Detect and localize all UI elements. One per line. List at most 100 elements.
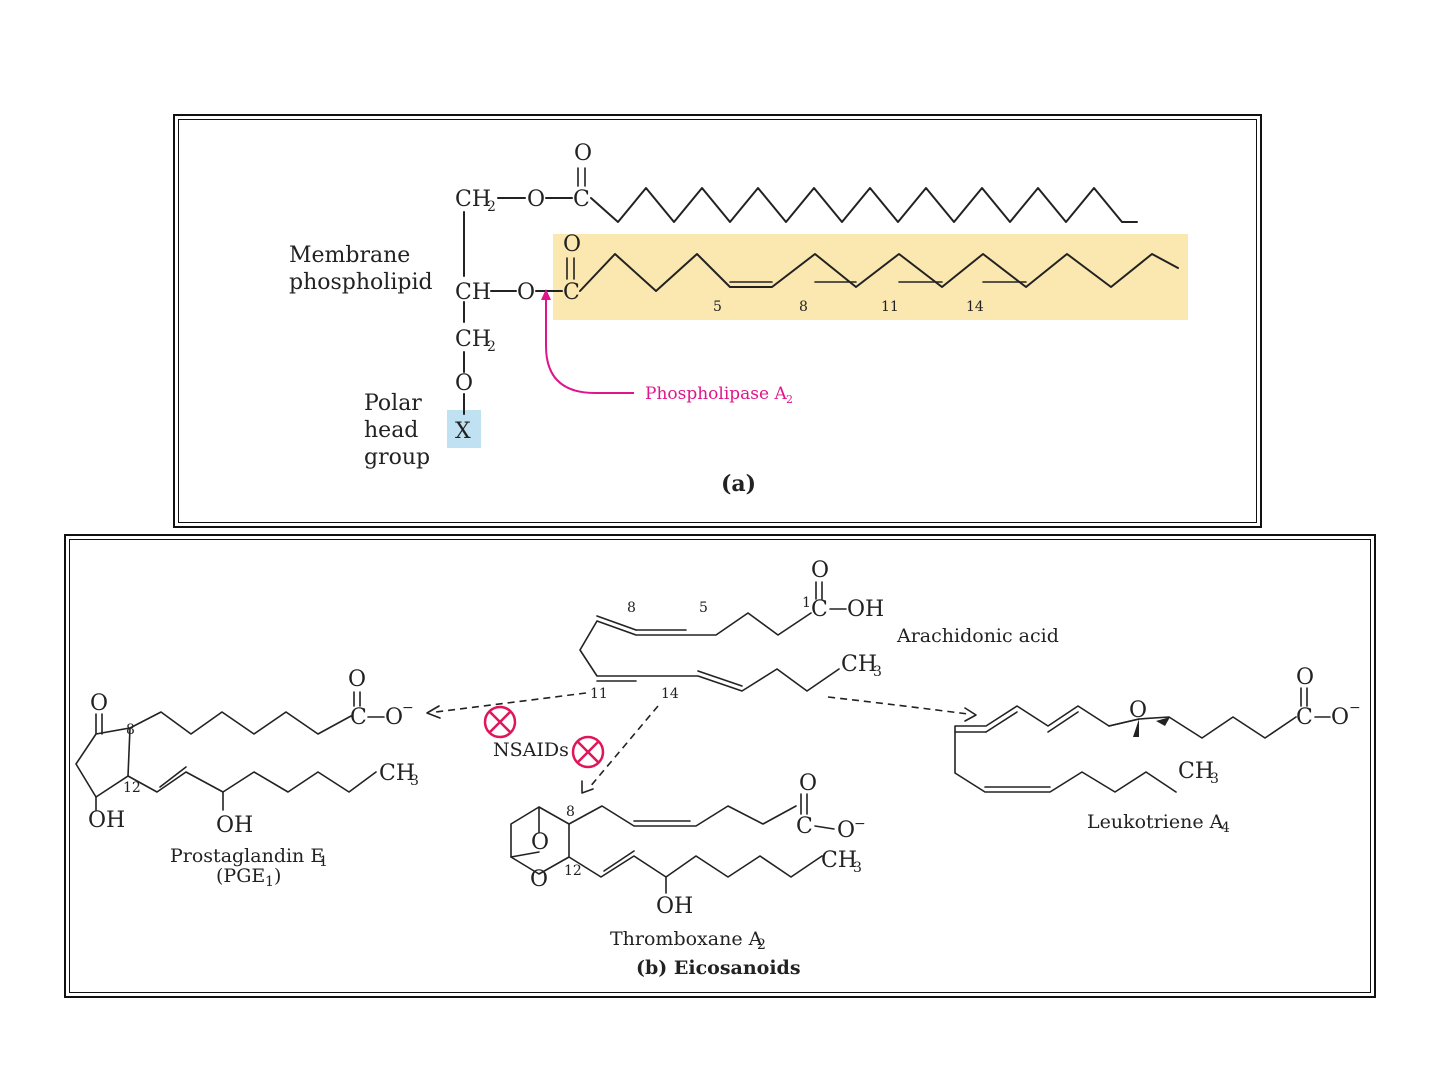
atom-ch-mid: CH	[455, 280, 491, 305]
arachidonic-ch3: CH	[841, 652, 877, 677]
arachidonic-o: O	[811, 558, 829, 583]
arachidonic-db-8a	[596, 615, 637, 631]
nsaids-label: NSAIDs	[493, 739, 569, 761]
arachidonic-chain	[579, 612, 840, 692]
ltA4-wedge-1	[1133, 719, 1139, 737]
txa-ch3-sub: 3	[853, 860, 862, 876]
arachidonic-pos-11: 11	[590, 686, 608, 702]
arachidonic-pos-14: 14	[661, 686, 679, 702]
pge-db-13	[159, 766, 187, 788]
eicosanoids-diagram: O 1 C OH CH 3 8 5 11 14 Arachidonic acid…	[75, 558, 1361, 979]
pge-name: Prostaglandin E	[170, 845, 324, 867]
atom-c-carbonyl2: C	[563, 280, 580, 305]
atom-o-link2: O	[517, 280, 535, 305]
label-membrane-line1: Membrane	[289, 243, 410, 268]
arachidonic-db-14	[697, 670, 743, 687]
stearoyl-chain	[590, 187, 1138, 223]
ltA4-ch3-sub: 3	[1210, 771, 1219, 787]
atom-o-link1: O	[527, 187, 545, 212]
atom-c-carbonyl1: C	[573, 187, 590, 212]
arrow-to-thromboxane-head	[581, 780, 594, 794]
pge-oh-ring: OH	[88, 808, 125, 833]
pge-pos-8: 8	[126, 722, 135, 738]
pge-alpha-chain	[129, 711, 352, 735]
label-membrane-line2: phospholipid	[289, 270, 433, 295]
nsaid-block-icon-1	[483, 705, 517, 739]
atom-ch2-bottom-sub: 2	[487, 339, 496, 355]
txa-name: Thromboxane A	[610, 928, 763, 950]
pge-c-acid: C	[350, 705, 367, 730]
ltA4-chain	[954, 705, 1297, 793]
txa-pos-8: 8	[566, 804, 575, 820]
ltA4-wedge-2	[1156, 717, 1170, 726]
arachidonic-c1-label: 1	[802, 595, 811, 611]
enzyme-label: Phospholipase A	[645, 384, 787, 404]
ltA4-ch3: CH	[1178, 759, 1214, 784]
arachidonic-name: Arachidonic acid	[896, 625, 1059, 647]
ltA4-o-epoxide: O	[1129, 698, 1147, 723]
ltA4-charge: −	[1349, 700, 1361, 716]
pge-o-ring: O	[90, 691, 108, 716]
pge-abbr-sub: 1	[265, 874, 274, 890]
pge-name-sub: 1	[319, 854, 328, 870]
label-polar-line3: group	[364, 445, 430, 470]
txa-alpha-chain	[568, 805, 797, 827]
position-5: 5	[713, 299, 722, 315]
pge-charge: −	[402, 700, 414, 716]
ltA4-o-minus: O	[1331, 705, 1349, 730]
ltA4-c-acid: C	[1296, 705, 1313, 730]
nsaid-block-icon-2	[571, 735, 605, 769]
arrow-to-thromboxane	[588, 705, 659, 789]
atom-x-head: X	[455, 419, 471, 444]
label-polar-line1: Polar	[364, 391, 422, 416]
pge-o-minus: O	[385, 705, 403, 730]
enzyme-label-sub: 2	[786, 393, 793, 406]
ltA4-epoxide-base	[1108, 718, 1140, 727]
arrow-to-leukotriene	[827, 696, 969, 715]
arachidonic-ch3-sub: 3	[873, 664, 882, 680]
txa-omega-chain	[568, 855, 823, 878]
arachidonic-c: C	[811, 597, 828, 622]
position-8: 8	[799, 299, 808, 315]
ltA4-o-acid: O	[1296, 665, 1314, 690]
arrow-to-prostaglandin	[435, 692, 587, 713]
pge-pos-12: 12	[123, 780, 141, 796]
arachidonic-oh: OH	[847, 597, 884, 622]
txa-charge: −	[854, 816, 866, 832]
txa-pos-12: 12	[564, 863, 582, 879]
txa-c-acid: C	[796, 814, 813, 839]
ltA4-db-2	[985, 711, 1018, 733]
phospholipase-arrow	[545, 297, 634, 394]
pge-ring	[75, 727, 131, 798]
pge-abbr: (PGE	[216, 865, 265, 887]
txa-oh: OH	[656, 894, 693, 919]
atom-o-top: O	[574, 141, 592, 166]
atom-o-carbonyl2: O	[563, 232, 581, 257]
txa-name-sub: 2	[757, 937, 766, 953]
atom-ch2-top: CH	[455, 187, 491, 212]
atom-ch2-bottom: CH	[455, 327, 491, 352]
ltA4-name-sub: 4	[1221, 820, 1230, 836]
arachidonoyl-chain	[579, 253, 1179, 292]
arachidonic-pos-5: 5	[699, 600, 708, 616]
pge-omega-chain	[127, 771, 377, 793]
position-11: 11	[881, 299, 899, 315]
position-14: 14	[966, 299, 984, 315]
caption-a: (a)	[721, 471, 756, 497]
head-group-highlight	[447, 410, 481, 448]
txa-bridge-b	[510, 851, 540, 858]
txa-o-acid: O	[799, 771, 817, 796]
arachidonic-pos-8: 8	[627, 600, 636, 616]
txa-ch3: CH	[821, 848, 857, 873]
ltA4-db-1	[1047, 711, 1079, 733]
pge-oh-chain: OH	[216, 813, 253, 838]
pge-o-acid: O	[348, 667, 366, 692]
txa-o-ring: O	[530, 867, 548, 892]
atom-ch2-top-sub: 2	[487, 199, 496, 215]
txa-db-13	[603, 850, 635, 872]
arrow-to-leukotriene-head	[964, 707, 977, 722]
panel-a-phospholipid: CH 2 O C O CH O C O 5 8 11 14 CH 2 O X M…	[173, 114, 1262, 528]
pge-abbr-close: )	[274, 865, 281, 887]
phospholipid-structure: CH 2 O C O CH O C O 5 8 11 14 CH 2 O X M…	[289, 141, 1188, 497]
pge-ch3: CH	[379, 761, 415, 786]
